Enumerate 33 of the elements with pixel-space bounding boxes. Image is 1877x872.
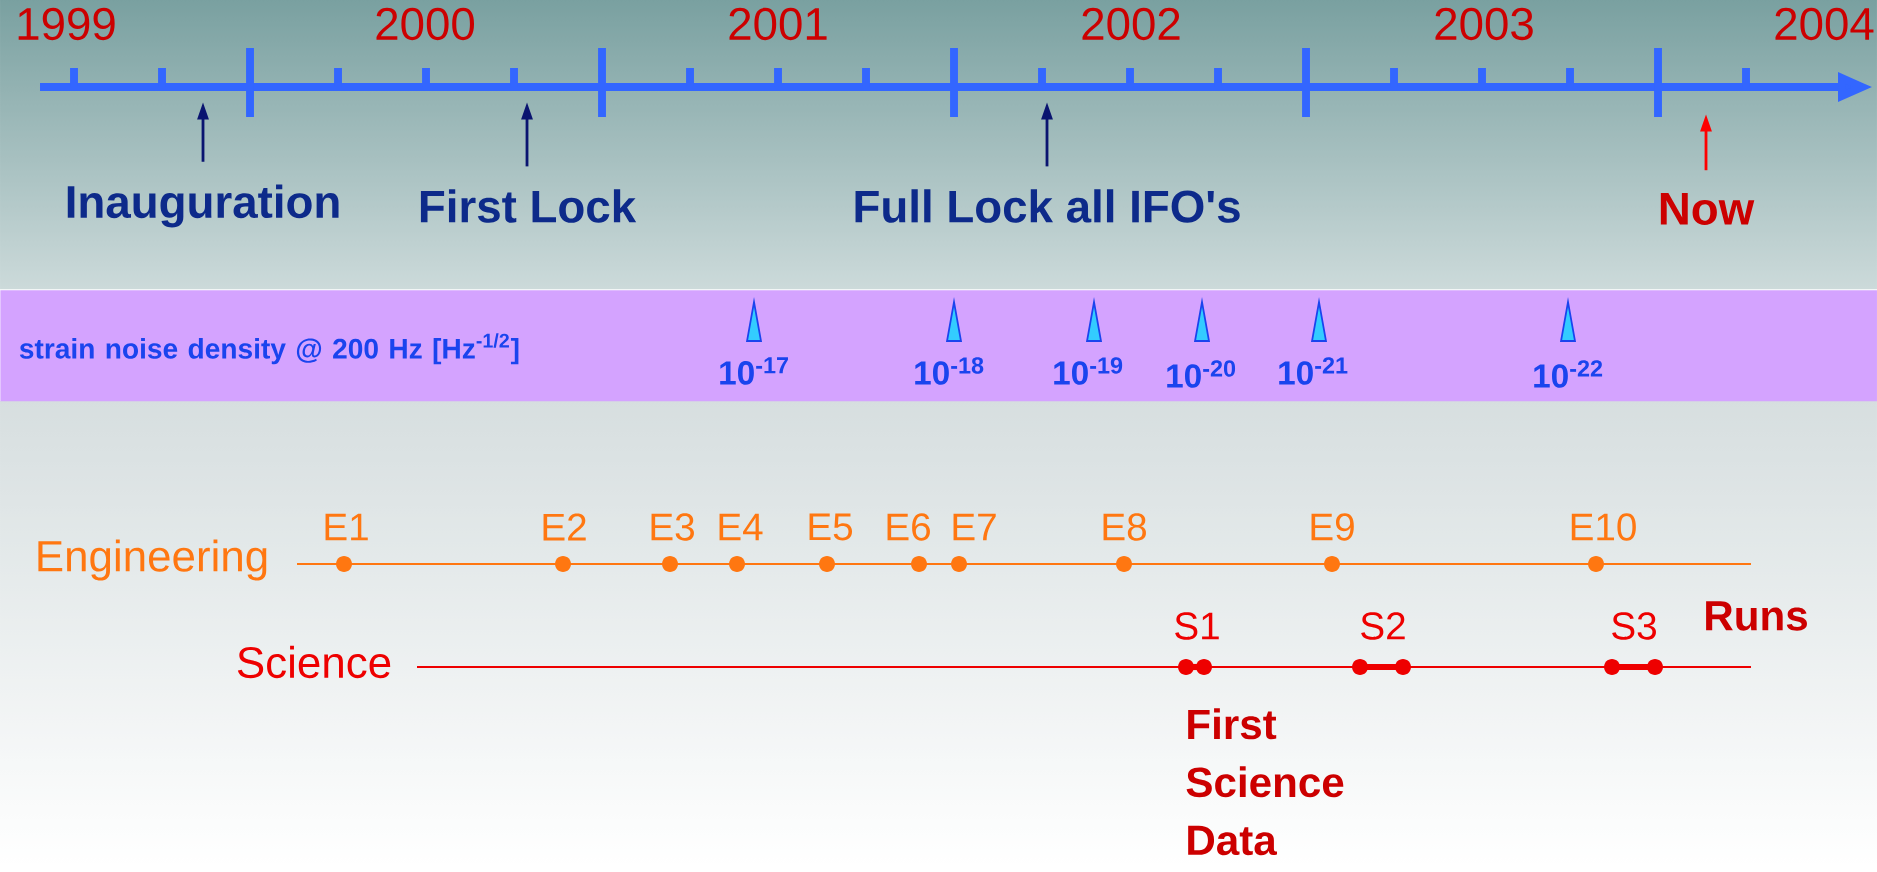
year-label: 2003 — [1435, 7, 1533, 41]
year-label: 2000 — [376, 7, 474, 41]
run-label: E2 — [543, 513, 586, 541]
run-label: S1 — [1175, 612, 1219, 640]
noise-level-label: 10$^{-20}$ — [1167, 360, 1236, 388]
run-label: E8 — [1103, 513, 1146, 541]
year-label: 1999 — [18, 7, 115, 41]
run-label: E1 — [325, 513, 368, 541]
run-label: S2 — [1361, 612, 1405, 640]
run-label: E7 — [953, 513, 996, 541]
event-label: First Lock — [420, 189, 637, 223]
year-label: 2004 — [1775, 7, 1874, 41]
noise-level-label: 10$^{-21}$ — [1279, 357, 1348, 385]
row-label: Engineering — [38, 539, 267, 581]
noise-level-label: 10$^{-22}$ — [1534, 360, 1603, 388]
noise-level-label: 10$^{-19}$ — [1054, 357, 1123, 385]
noise-level-label: 10$^{-17}$ — [720, 357, 788, 385]
year-label: 2001 — [729, 7, 827, 41]
row-label: Science — [237, 645, 391, 679]
run-label: E10 — [1571, 513, 1636, 541]
run-label: E9 — [1311, 513, 1354, 541]
event-label: Now — [1660, 193, 1755, 225]
run-label: E4 — [719, 513, 763, 541]
run-label: E3 — [651, 513, 694, 541]
run-label: S3 — [1612, 612, 1656, 640]
run-label: E5 — [809, 513, 852, 541]
run-label: E6 — [887, 513, 930, 541]
heading: Runs — [1706, 601, 1807, 631]
noise-level-label: 10$^{-18}$ — [915, 357, 984, 385]
note: First Science Data — [1186, 708, 1344, 856]
event-label: Inauguration — [67, 184, 339, 228]
event-label: Full Lock all IFO's — [855, 189, 1240, 223]
year-label: 2002 — [1082, 7, 1180, 41]
